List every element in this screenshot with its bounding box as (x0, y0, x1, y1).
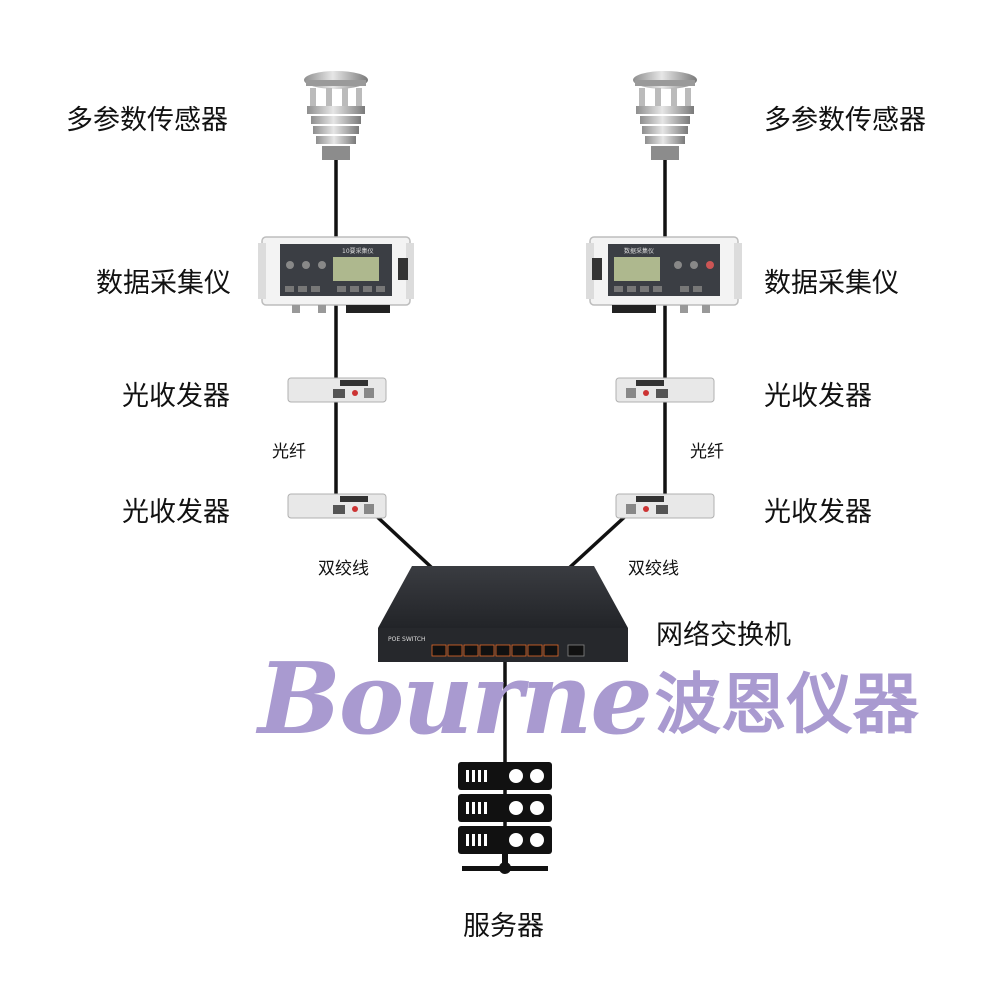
label-collector-right: 数据采集仪 (764, 268, 899, 299)
transceiver-left-bottom (287, 493, 387, 519)
network-switch: POE SWITCH (378, 566, 628, 662)
watermark-cjk: 波恩仪器 (654, 666, 919, 743)
label-collector-left: 数据采集仪 (96, 268, 231, 299)
collector-right: 数据采集仪 (586, 236, 742, 313)
label-transceiver-left-bottom: 光收发器 (122, 497, 230, 528)
label-transceiver-left-top: 光收发器 (122, 381, 230, 412)
label-fiber-left: 光纤 (272, 442, 306, 462)
watermark-logo: Bourne波恩仪器 (258, 642, 919, 757)
collector-left-screen-label: 10要采集仪 (342, 247, 374, 255)
label-transceiver-right-bottom: 光收发器 (764, 497, 872, 528)
label-server: 服务器 (463, 911, 544, 942)
label-sensor-left: 多参数传感器 (66, 105, 228, 136)
label-fiber-right: 光纤 (690, 442, 724, 462)
transceiver-right-bottom (615, 493, 715, 519)
label-switch: 网络交换机 (656, 620, 791, 651)
transceiver-right-top (615, 377, 715, 403)
label-sensor-right: 多参数传感器 (764, 105, 926, 136)
sensor-right (633, 71, 697, 160)
sensor-left (304, 71, 368, 160)
server-icon (458, 762, 552, 874)
label-twisted-pair-right: 双绞线 (628, 559, 679, 579)
watermark-latin: Bourne (258, 642, 653, 757)
label-transceiver-right-top: 光收发器 (764, 381, 872, 412)
collector-right-screen-label: 数据采集仪 (624, 247, 654, 255)
collector-left: 10要采集仪 (258, 236, 414, 313)
switch-brand-label: POE SWITCH (388, 636, 426, 643)
label-twisted-pair-left: 双绞线 (318, 559, 369, 579)
switch-ports (431, 644, 559, 657)
transceiver-left-top (287, 377, 387, 403)
